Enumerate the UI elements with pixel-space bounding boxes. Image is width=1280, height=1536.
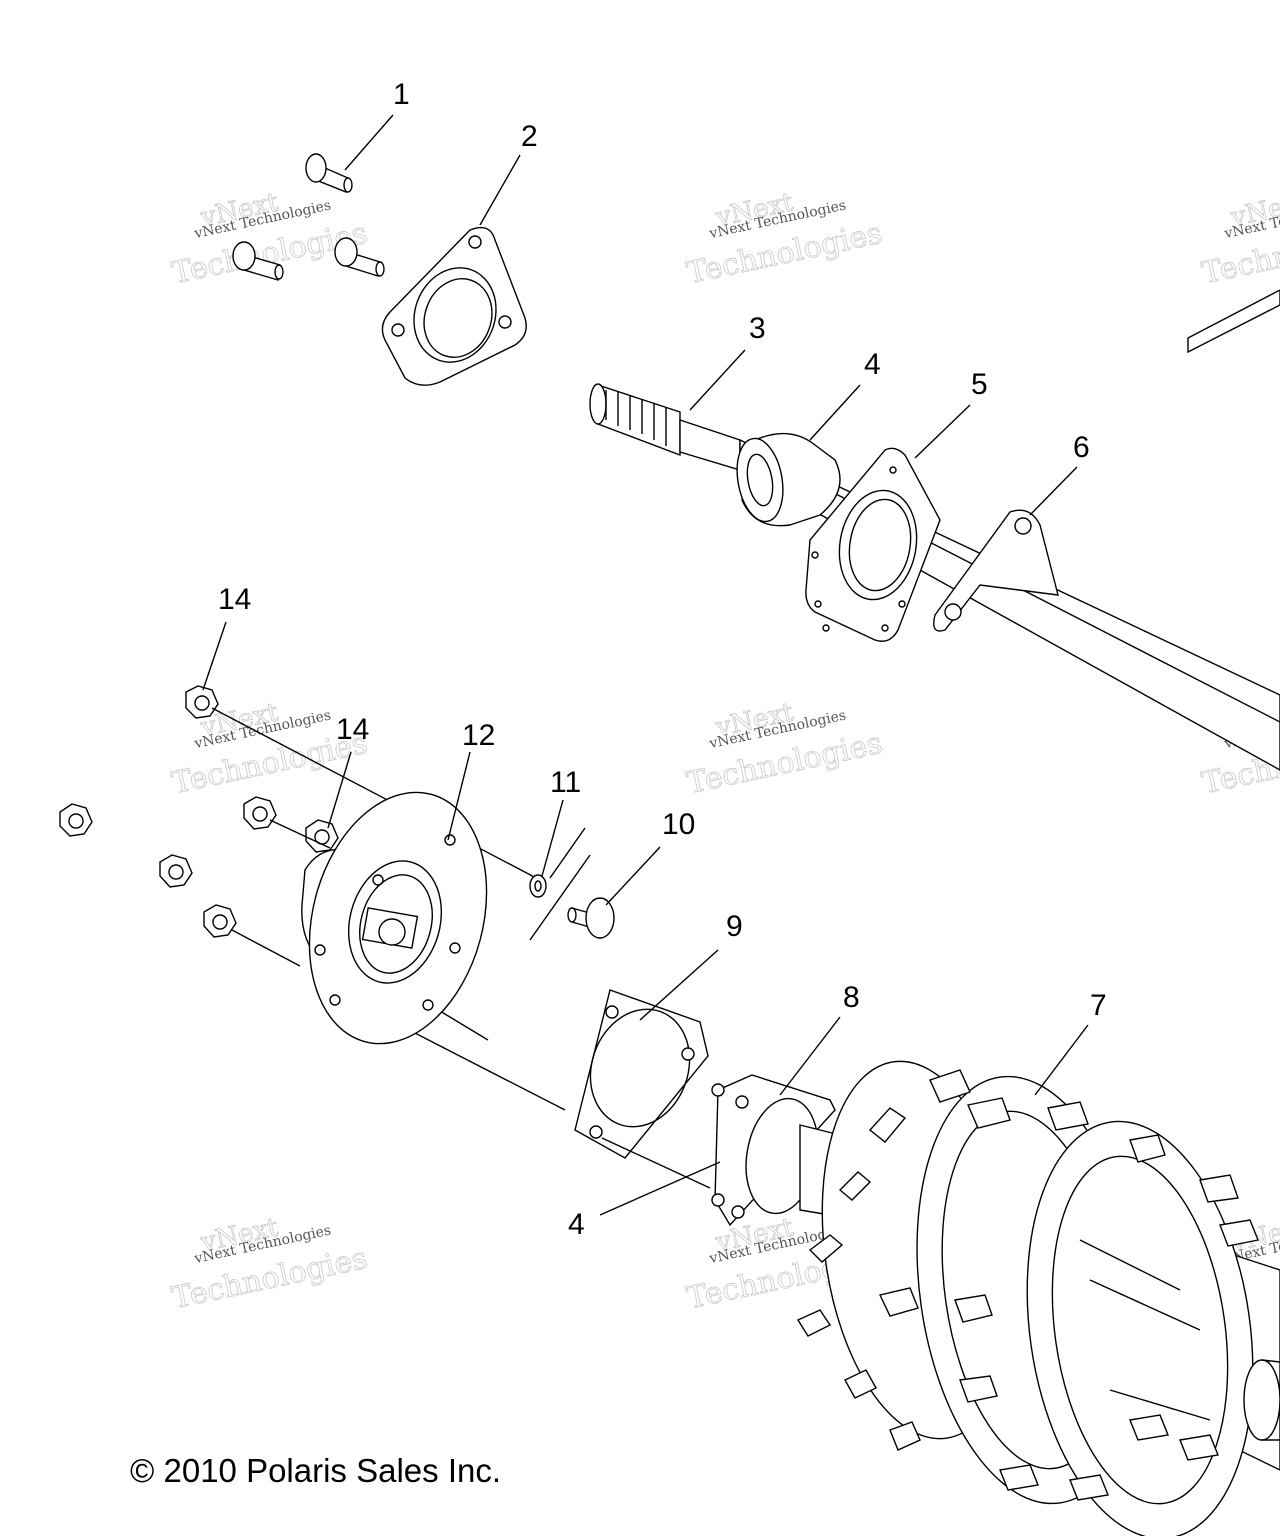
part-bolt bbox=[334, 237, 385, 277]
part-bearing-housing bbox=[805, 447, 941, 642]
part-nut bbox=[59, 803, 93, 837]
callout-8: 8 bbox=[843, 981, 860, 1014]
callout-4: 4 bbox=[568, 1208, 585, 1241]
callout-6: 6 bbox=[1073, 431, 1090, 464]
watermark: vNext vNext Technologies Technologies bbox=[1199, 187, 1280, 292]
part-bearing bbox=[736, 432, 841, 527]
copyright-text: © 2010 Polaris Sales Inc. bbox=[130, 1452, 502, 1489]
callout-12: 12 bbox=[462, 719, 495, 752]
part-nut bbox=[305, 819, 339, 853]
callout-4: 4 bbox=[864, 348, 881, 381]
callout-3: 3 bbox=[749, 312, 766, 345]
part-nut bbox=[203, 904, 237, 938]
watermark: vNext vNext Technologies Technologies bbox=[169, 1212, 371, 1317]
part-bar bbox=[1187, 289, 1280, 354]
part-gasket bbox=[574, 989, 711, 1189]
part-nut bbox=[185, 685, 219, 719]
part-flange-ring bbox=[933, 509, 1059, 632]
callout-1: 1 bbox=[393, 78, 410, 111]
watermark: vNext vNext Technologies Technologies bbox=[684, 697, 886, 802]
callout-5: 5 bbox=[971, 368, 988, 401]
callout-14: 14 bbox=[336, 713, 369, 746]
part-nut bbox=[159, 854, 193, 888]
callout-14: 14 bbox=[218, 583, 251, 616]
callout-11: 11 bbox=[550, 766, 581, 799]
part-drive-shaft bbox=[589, 383, 1280, 771]
part-nut bbox=[243, 796, 277, 830]
callout-10: 10 bbox=[662, 808, 695, 841]
callout-9: 9 bbox=[726, 910, 743, 943]
part-bearing-flange bbox=[381, 226, 527, 386]
watermark: vNext vNext Technologies Technologies bbox=[684, 187, 886, 292]
part-hub bbox=[301, 791, 488, 1045]
part-drive-sprocket bbox=[796, 1060, 1280, 1536]
part-pin bbox=[567, 897, 615, 939]
part-bolt bbox=[232, 241, 284, 281]
part-bolt bbox=[305, 153, 353, 193]
part-washer bbox=[529, 827, 591, 941]
callout-7: 7 bbox=[1090, 989, 1107, 1022]
callout-2: 2 bbox=[521, 120, 538, 153]
